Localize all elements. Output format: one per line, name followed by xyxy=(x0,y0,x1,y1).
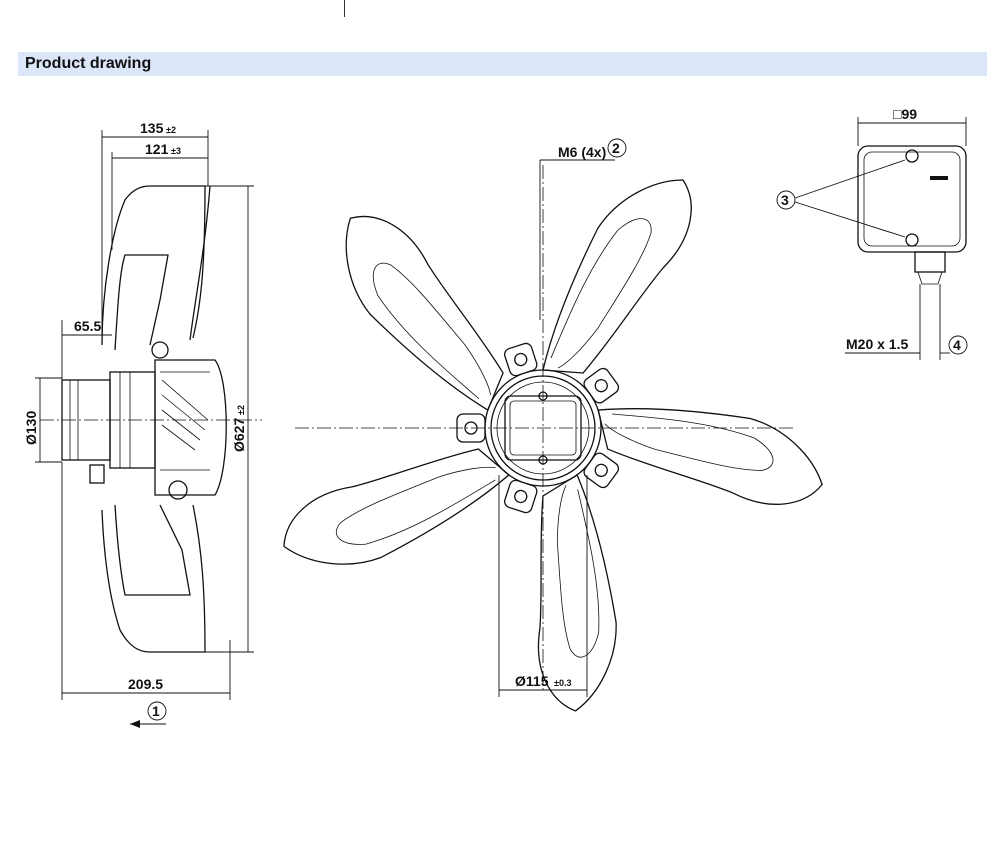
terminal-box-view: □99 3 M20 x 1.5 4 xyxy=(776,106,968,360)
svg-text:Ø115: Ø115 xyxy=(515,673,549,689)
svg-text:3: 3 xyxy=(781,192,789,208)
thread-label: M6 (4x) xyxy=(558,144,606,160)
svg-text:4: 4 xyxy=(953,337,961,353)
top-edge-tick xyxy=(344,0,345,17)
front-view: M6 (4x) 2 Ø115 ±0.3 xyxy=(276,138,826,717)
svg-text:209.5: 209.5 xyxy=(128,676,163,692)
svg-text:±0.3: ±0.3 xyxy=(554,678,571,688)
svg-text:□99: □99 xyxy=(893,106,917,122)
svg-text:65.5: 65.5 xyxy=(74,318,101,334)
svg-text:2: 2 xyxy=(612,140,620,156)
svg-text:Ø627: Ø627 xyxy=(231,418,247,452)
section-header: Product drawing xyxy=(18,52,987,76)
svg-text:1: 1 xyxy=(152,703,160,719)
svg-text:135: 135 xyxy=(140,120,164,136)
section-title: Product drawing xyxy=(25,55,152,72)
side-view: 135±2 121±3 65.5 Ø130 Ø627 ±2 209.5 1 xyxy=(23,120,262,728)
gland-label: M20 x 1.5 xyxy=(846,336,908,352)
svg-text:±2: ±2 xyxy=(236,405,246,415)
svg-text:±2: ±2 xyxy=(166,125,176,135)
svg-text:±3: ±3 xyxy=(171,146,181,156)
svg-text:Ø130: Ø130 xyxy=(23,411,39,445)
svg-text:121: 121 xyxy=(145,141,169,157)
